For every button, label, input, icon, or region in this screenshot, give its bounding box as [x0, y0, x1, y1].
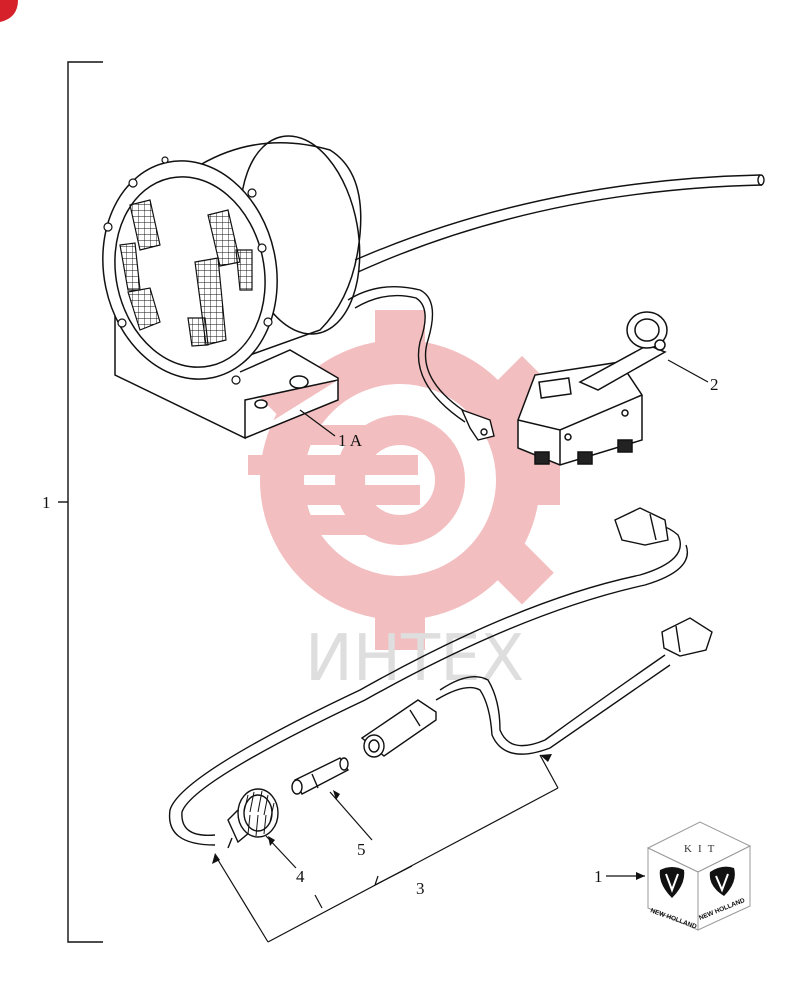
lamp-cable: [354, 174, 765, 273]
fuse-holder-cap: [227, 788, 279, 844]
label-fuse: 5: [357, 840, 366, 859]
corner-mark: [0, 0, 18, 22]
wire-harness: [168, 524, 688, 849]
harness-connector-lower: [661, 617, 713, 657]
assembly-bracket: [58, 61, 103, 943]
lamp-lens-pattern: [119, 199, 253, 347]
fuse: [291, 757, 350, 795]
watermark-logo: ИНТЕХ: [248, 310, 560, 696]
fuse-holder-body: [360, 699, 437, 758]
label-assembly: 1: [42, 493, 51, 512]
label-kit-ref: 1: [594, 867, 603, 886]
lamp-lead-wire: [347, 285, 495, 441]
micro-switch: [517, 311, 668, 466]
watermark-text: ИНТЕХ: [305, 622, 524, 696]
lamp-assembly: [102, 135, 362, 440]
label-holder: 4: [296, 867, 305, 886]
label-harness: 3: [416, 879, 425, 898]
label-lamp: 1 A: [338, 431, 363, 450]
callout-arrowheads: [212, 754, 552, 864]
label-switch: 2: [710, 375, 719, 394]
kit-title: KIT: [684, 843, 720, 855]
kit-arrow-icon: [636, 872, 645, 880]
harness-connector-upper: [614, 507, 669, 546]
